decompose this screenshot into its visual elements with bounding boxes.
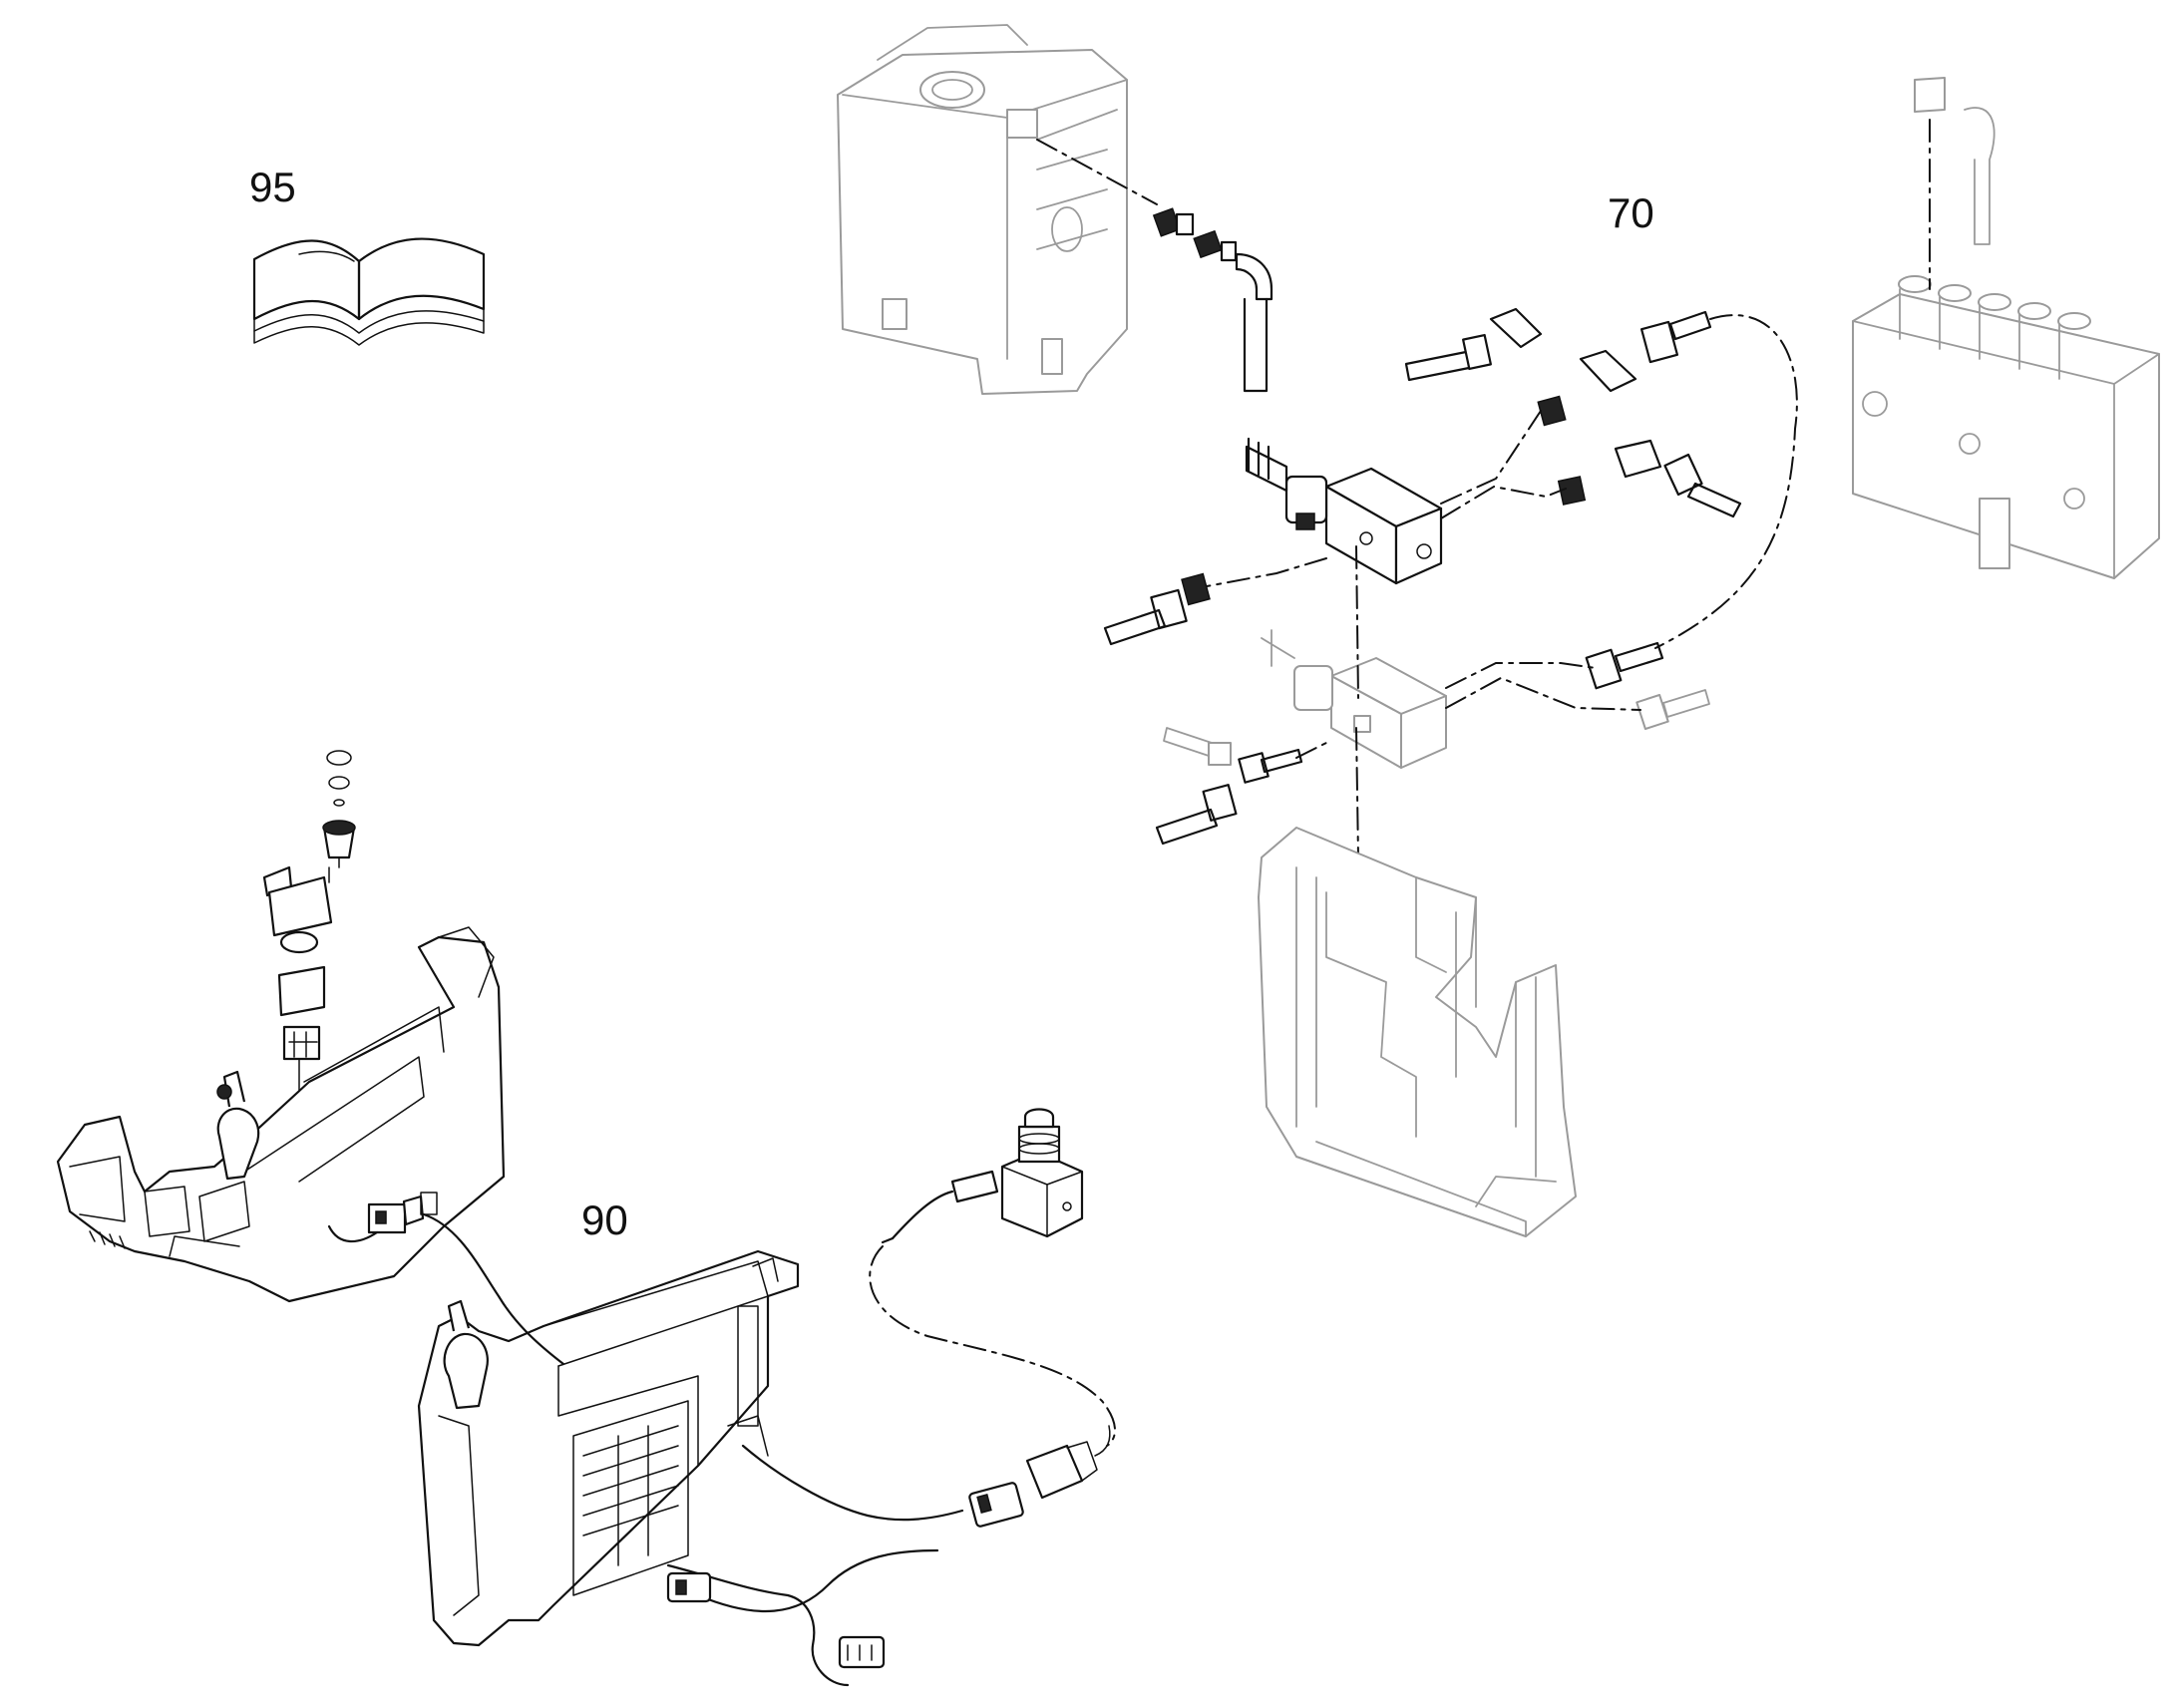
pressure-sensor[interactable]: [881, 1108, 1084, 1244]
hydraulic-tank: [837, 24, 1128, 395]
control-valve-bank: [1852, 77, 2160, 579]
mounting-bracket: [1258, 827, 1577, 1237]
switch-stack: [262, 750, 356, 1106]
tank-fitting-hose: [1152, 207, 1273, 393]
solenoid-valve-block[interactable]: [1245, 437, 1443, 585]
callout-90[interactable]: 90: [581, 1196, 628, 1243]
wiring-harness: [327, 1212, 964, 1687]
joystick-console-right[interactable]: [417, 1249, 800, 1647]
solenoid-valve-block-faded: [1261, 629, 1447, 769]
assembly-70-connections: [1206, 314, 1798, 858]
manual-book-icon[interactable]: [252, 237, 486, 346]
sensor-harness-route: [869, 1245, 1116, 1447]
callout-70[interactable]: 70: [1608, 189, 1654, 236]
hose-fittings: [1103, 307, 1742, 846]
callout-95[interactable]: 95: [249, 164, 296, 210]
console-connector: [367, 1192, 438, 1234]
harness-plugs: [666, 1425, 1111, 1669]
